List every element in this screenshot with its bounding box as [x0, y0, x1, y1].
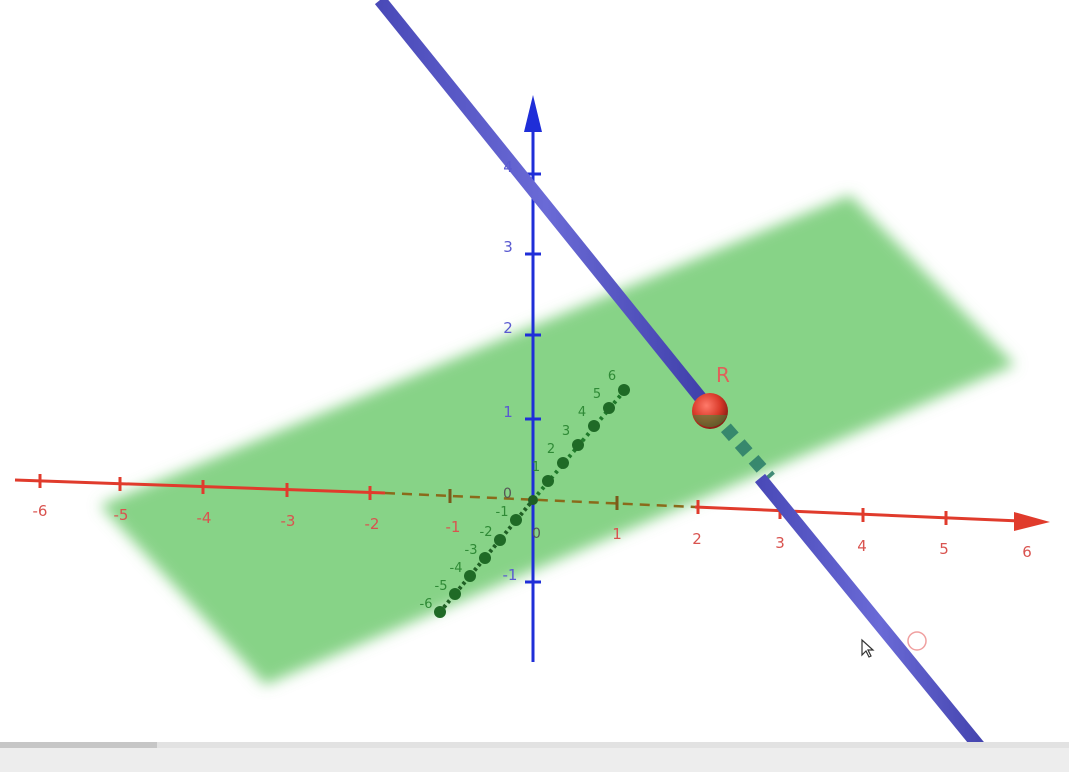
x-tick-label: 4 — [857, 537, 867, 555]
x-tick-label: 2 — [692, 530, 702, 548]
y-tick-mark — [603, 402, 615, 414]
z-tick-label: -1 — [503, 566, 518, 584]
y-tick-label: -3 — [465, 543, 478, 558]
y-tick-mark — [510, 514, 522, 526]
circle-indicator-icon — [907, 631, 927, 651]
y-tick-mark — [434, 606, 446, 618]
y-tick-mark — [479, 552, 491, 564]
cursor-arrow-icon — [861, 638, 875, 658]
x-tick-label: 3 — [775, 534, 785, 552]
y-tick-mark — [557, 457, 569, 469]
x-axis-arrow — [1014, 512, 1050, 531]
progress-fill — [0, 742, 158, 748]
y-axis-tick-marks — [434, 384, 630, 618]
z-axis-arrow — [524, 95, 542, 132]
y-tick-mark — [588, 420, 600, 432]
x-tick-label: -1 — [446, 518, 461, 536]
y-tick-label: 6 — [608, 369, 616, 384]
video-player-bar[interactable] — [0, 742, 1069, 772]
y-tick-mark — [542, 475, 554, 487]
point-r-label: R — [716, 363, 730, 387]
y-tick-label: 1 — [532, 460, 540, 475]
z-axis[interactable] — [524, 95, 542, 662]
x-tick-label: 1 — [612, 525, 622, 543]
x-tick-label: -4 — [197, 509, 212, 527]
x-tick-label: 5 — [939, 540, 949, 558]
y-tick-mark — [494, 534, 506, 546]
z-tick-label: 1 — [503, 403, 513, 421]
y-tick-label: -5 — [435, 579, 448, 594]
y-tick-mark — [572, 439, 584, 451]
x-tick-label: -2 — [365, 515, 380, 533]
z-tick-label: 3 — [503, 238, 513, 256]
x-tick-label: 6 — [1022, 543, 1032, 561]
line-3d[interactable] — [374, 0, 1006, 772]
y-tick-label: -1 — [496, 505, 509, 520]
y-tick-label: 2 — [547, 442, 555, 457]
origin-label-upper: 0 — [503, 486, 512, 502]
y-tick-label: -6 — [420, 597, 433, 612]
origin-label-lower: 0 — [532, 526, 541, 542]
x-tick-label: -6 — [33, 502, 48, 520]
z-tick-label: 2 — [503, 319, 513, 337]
z-tick-label: 4 — [503, 158, 513, 176]
y-tick-mark — [449, 588, 461, 600]
y-tick-label: -4 — [450, 561, 463, 576]
y-tick-label: -2 — [480, 525, 493, 540]
point-r-shadow — [693, 415, 727, 428]
y-tick-label: 5 — [593, 387, 601, 402]
origin-point — [528, 495, 538, 505]
x-tick-label: -5 — [114, 506, 129, 524]
y-axis[interactable] — [434, 384, 630, 618]
y-tick-mark — [464, 570, 476, 582]
plane-surface[interactable] — [100, 195, 1015, 685]
y-tick-label: 4 — [578, 405, 586, 420]
progress-track[interactable] — [0, 742, 1069, 748]
x-tick-label: -3 — [281, 512, 296, 530]
y-tick-label: 3 — [562, 424, 570, 439]
y-tick-mark — [618, 384, 630, 396]
